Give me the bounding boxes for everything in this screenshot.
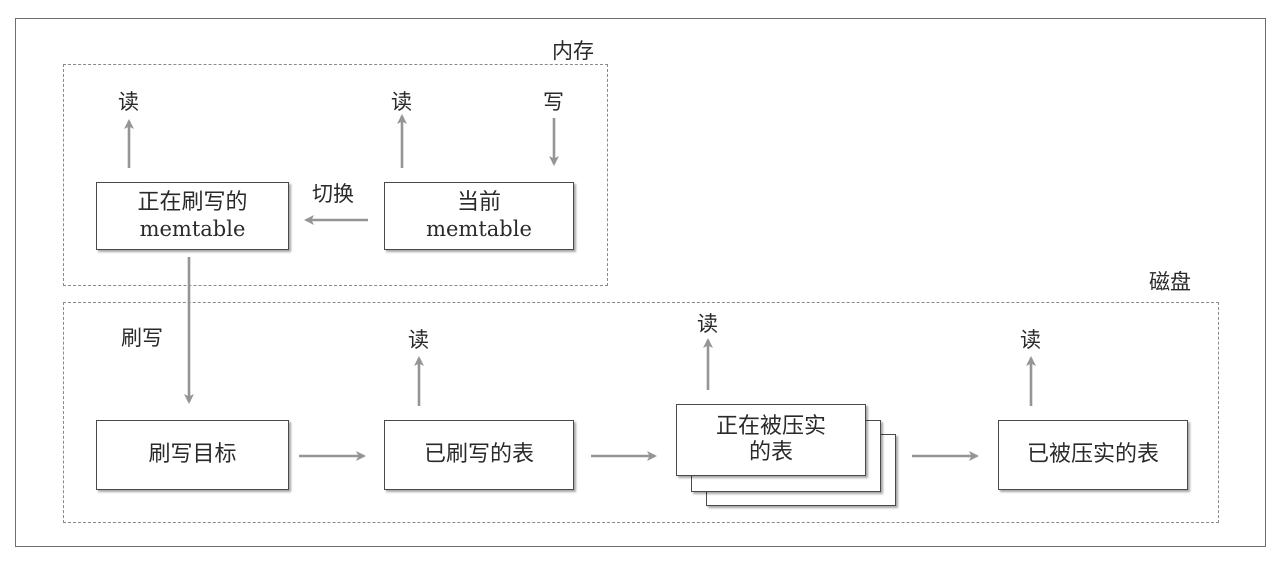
memory-region — [63, 64, 608, 286]
write-label-current: 写 — [543, 90, 564, 114]
compacted-table-box: 已被压实的表 — [998, 420, 1188, 490]
read-label-compacting: 读 — [697, 312, 718, 336]
flush-target-box: 刷写目标 — [96, 420, 289, 490]
flushing-memtable-box: 正在刷写的 memtable — [96, 182, 289, 250]
flushed-table-box: 已刷写的表 — [384, 420, 574, 490]
flushed-table-text: 已刷写的表 — [423, 441, 534, 467]
flushing-memtable-line1: 正在刷写的 — [137, 190, 248, 216]
flush-target-text: 刷写目标 — [148, 441, 237, 467]
read-label-current: 读 — [391, 90, 412, 114]
compacting-table-line1: 正在被压实 — [715, 413, 826, 439]
current-memtable-line1: 当前 — [456, 190, 501, 216]
disk-region-label: 磁盘 — [1149, 270, 1191, 294]
compacting-table-box: 正在被压实 的表 — [676, 404, 866, 476]
flush-label: 刷写 — [121, 326, 163, 350]
current-memtable-line2: memtable — [426, 216, 532, 241]
current-memtable-box: 当前 memtable — [384, 182, 574, 250]
disk-region — [63, 302, 1219, 523]
diagram-frame — [15, 18, 1266, 547]
flushing-memtable-line2: memtable — [139, 216, 246, 241]
compacted-table-text: 已被压实的表 — [1026, 441, 1159, 467]
compacting-table-line2: 的表 — [748, 440, 793, 465]
read-label-flushed: 读 — [408, 328, 429, 352]
read-label-compacted: 读 — [1020, 328, 1041, 352]
read-label-flushing: 读 — [118, 90, 139, 114]
memory-region-label: 内存 — [552, 39, 594, 63]
switch-label: 切换 — [312, 182, 354, 206]
